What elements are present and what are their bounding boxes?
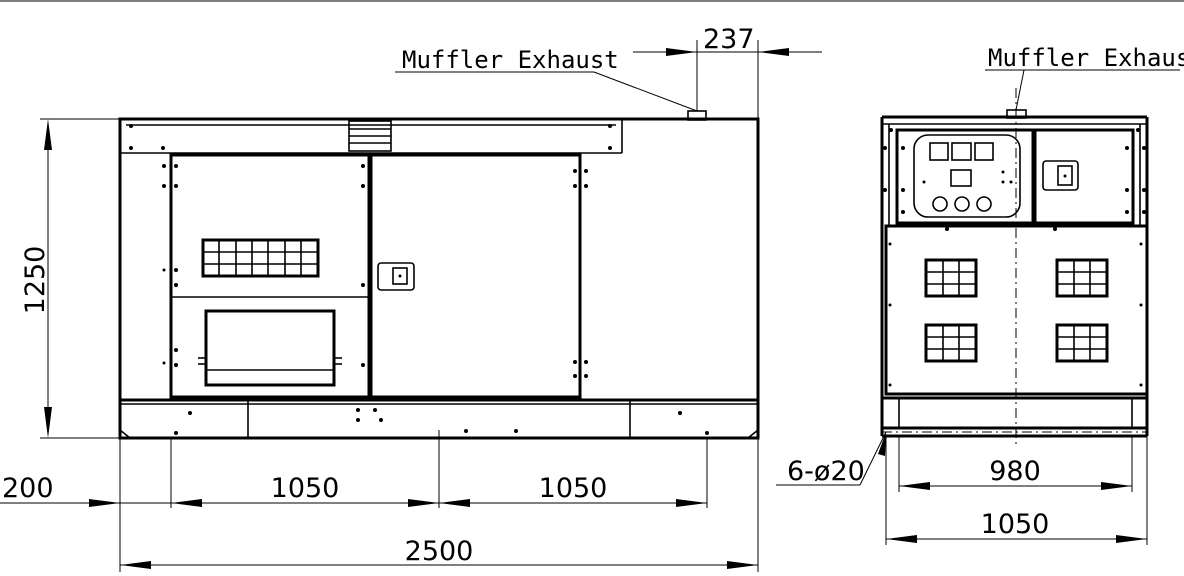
gauge-2 (951, 142, 972, 161)
louver-grid-front (201, 238, 320, 278)
gauge-1 (929, 142, 949, 161)
left-door-panel (169, 153, 371, 399)
louver-grids-side (924, 258, 1109, 363)
gauge-3 (974, 142, 994, 161)
dim-front-span-2: 1050 (539, 473, 608, 504)
dim-side-outer: 1050 (981, 509, 1050, 540)
side-view (880, 88, 1149, 445)
dim-front-span-1: 1050 (271, 473, 340, 504)
controller-display (950, 169, 972, 187)
dim-side-inner: 980 (989, 456, 1041, 487)
center-door-panel (369, 153, 582, 399)
control-panel-face (913, 134, 1021, 218)
fastener-dots-side (883, 128, 1146, 387)
front-dimensions (0, 40, 822, 572)
muffler-exhaust-label-side: Muffler Exhaust (988, 44, 1184, 72)
front-view (118, 110, 760, 440)
control-knob-3 (976, 196, 992, 212)
dim-height: 1250 (20, 246, 51, 315)
muffler-exhaust-label-front: Muffler Exhaust (402, 46, 619, 74)
side-access-panel (1033, 128, 1135, 225)
intake-window (204, 309, 336, 387)
door-handle-front (377, 262, 415, 291)
control-knob-2 (954, 196, 970, 212)
control-panel (895, 128, 1035, 225)
side-dimensions (776, 69, 1180, 545)
front-enclosure-outline (118, 117, 760, 440)
fastener-dots-front (129, 124, 709, 435)
door-handle-side (1042, 160, 1079, 191)
dim-front-left-offset: 200 (2, 473, 54, 504)
dim-front-total: 2500 (405, 536, 474, 567)
hole-spec-label: 6-ø20 (787, 456, 865, 487)
dim-muffler-offset: 237 (703, 24, 755, 55)
control-knob-1 (932, 196, 948, 212)
